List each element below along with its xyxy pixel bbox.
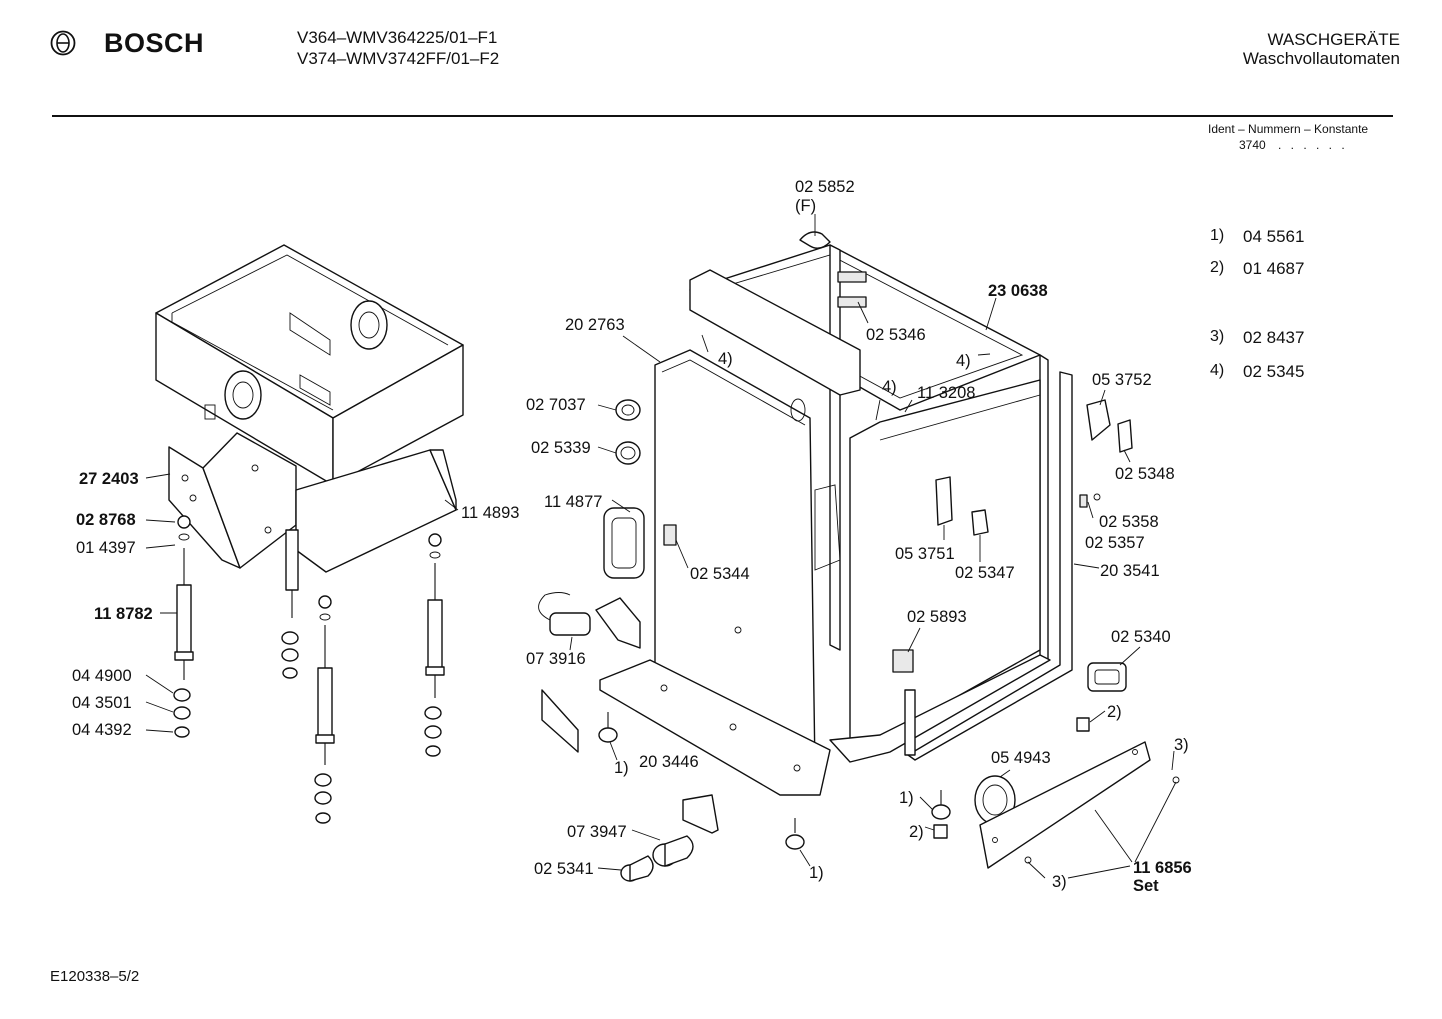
header-rule [52, 115, 1393, 117]
label-2-a: 2) [1107, 703, 1122, 721]
bracket-073947-part [682, 794, 719, 834]
label-014397: 01 4397 [76, 539, 136, 557]
strip-vertical-part [904, 689, 916, 756]
label-203446: 20 3446 [639, 753, 699, 771]
leader-lines [145, 214, 1177, 879]
label-025358: 02 5358 [1099, 513, 1159, 531]
label-203541: 20 3541 [1100, 562, 1160, 580]
label-2-b: 2) [909, 823, 924, 841]
legend-key-2: 2) [1210, 259, 1225, 276]
foot-2-part [931, 790, 951, 820]
coupling-025341-part [620, 855, 654, 882]
foot-pad-part [933, 717, 1090, 839]
legend-part-1: 04 5561 [1243, 227, 1305, 246]
label-116856: 11 6856 [1133, 859, 1192, 877]
label-025357: 02 5357 [1085, 534, 1145, 552]
label-025852: 02 5852 [795, 178, 855, 196]
part-025358 [1079, 493, 1101, 508]
label-4-b: 4) [956, 352, 971, 370]
label-025339: 02 5339 [531, 439, 591, 457]
model-line-2: V374–WMV3742FF/01–F2 [297, 49, 500, 68]
label-027037: 02 7037 [526, 396, 586, 414]
shock-absorber-2-part [281, 529, 299, 679]
label-3-a: 3) [1174, 736, 1189, 754]
category-title: WASCHGERÄTE [1267, 30, 1400, 49]
clip-025852-part [799, 231, 831, 249]
label-053752: 05 3752 [1092, 371, 1152, 389]
label-073947: 07 3947 [567, 823, 627, 841]
bezel-025340-part [1087, 662, 1127, 692]
shock-absorber-1-part [173, 515, 194, 738]
label-114877: 11 4877 [544, 493, 602, 511]
label-set: Set [1133, 877, 1159, 895]
handle-114877-part [603, 507, 645, 579]
ident-value: 3740 [1239, 138, 1266, 152]
ident-title: Ident – Nummern – Konstante [1208, 122, 1369, 136]
tub-drum-part [155, 244, 464, 486]
label-025344: 02 5344 [690, 565, 750, 583]
label-1-b: 1) [899, 789, 914, 807]
ident-dots: . . . . . . [1278, 138, 1348, 152]
label-118782: 11 8782 [94, 605, 153, 623]
bumper-027037-part [615, 399, 641, 421]
label-054943: 05 4943 [991, 749, 1051, 767]
plinth-panel-116856-part [979, 741, 1180, 869]
capacitor-073916-part [538, 592, 641, 649]
legend-part-3: 02 8437 [1243, 328, 1305, 347]
legend-part-2: 01 4687 [1243, 259, 1305, 278]
label-025893: 02 5893 [907, 608, 967, 626]
legend-key-1: 1) [1210, 227, 1225, 244]
label-3-b: 3) [1052, 873, 1067, 891]
legend-key-4: 4) [1210, 362, 1225, 379]
part-025347 [971, 509, 989, 536]
label-044900: 04 4900 [72, 667, 132, 685]
label-1-c: 1) [809, 864, 824, 882]
label-4-c: 4) [882, 378, 897, 396]
label-073916: 07 3916 [526, 650, 586, 668]
label-272403: 27 2403 [79, 470, 139, 488]
bosch-logo-icon [50, 30, 76, 56]
label-043501: 04 3501 [72, 694, 132, 712]
category-subtitle: Waschvollautomaten [1242, 49, 1400, 68]
pump-073947-part [652, 835, 694, 867]
legend-part-4: 02 5345 [1243, 362, 1305, 381]
legend-key-3: 3) [1210, 328, 1225, 345]
label-025347: 02 5347 [955, 564, 1015, 582]
label-4-a: 4) [718, 350, 733, 368]
clip-025344-part [663, 524, 677, 546]
label-202763: 20 2763 [565, 316, 625, 334]
foot-3-part [785, 818, 805, 850]
terminal-block-part [837, 271, 867, 308]
label-114893: 11 4893 [461, 504, 519, 522]
label-053751: 05 3751 [895, 545, 955, 563]
model-line-1: V364–WMV364225/01–F1 [297, 28, 498, 47]
part-053752 [1086, 399, 1111, 441]
part-025348 [1117, 419, 1133, 453]
grommet-025339-part [615, 441, 641, 465]
latch-025893-part [892, 649, 914, 673]
label-230638: 23 0638 [988, 282, 1048, 300]
strip-203541-part [907, 371, 1073, 761]
shock-absorber-3-part [314, 595, 335, 824]
label-113208: 11 3208 [917, 384, 975, 402]
label-025348: 02 5348 [1115, 465, 1175, 483]
corner-bracket-part [541, 689, 579, 753]
part-053751 [935, 476, 953, 526]
label-044392: 04 4392 [72, 721, 132, 739]
foot-1-part [598, 712, 618, 743]
label-025346: 02 5346 [866, 326, 926, 344]
label-F: (F) [795, 197, 816, 215]
label-025340: 02 5340 [1111, 628, 1171, 646]
shock-absorber-4-part [424, 533, 445, 757]
drawing-number: E120338–5/2 [50, 968, 140, 985]
label-028768: 02 8768 [76, 511, 136, 529]
brand-name: BOSCH [104, 28, 205, 58]
label-025341: 02 5341 [534, 860, 594, 878]
label-1-a: 1) [614, 759, 629, 777]
